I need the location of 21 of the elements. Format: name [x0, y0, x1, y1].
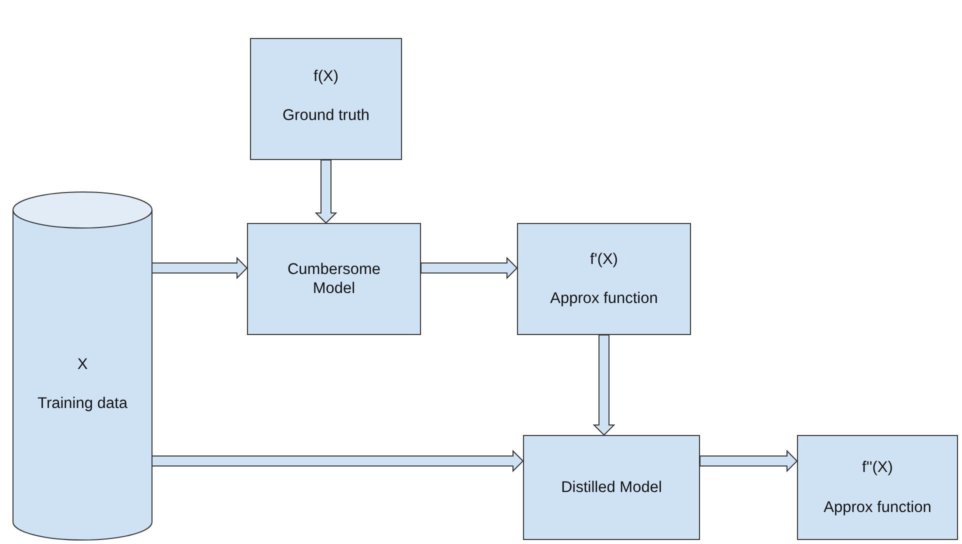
model-box — [247, 223, 421, 335]
function-box — [250, 38, 402, 160]
model-box — [523, 435, 700, 540]
box-label: Approx function — [824, 498, 932, 517]
function-box — [517, 223, 691, 335]
block-arrow — [700, 450, 798, 472]
formula-label: f'(X) — [590, 250, 618, 269]
block-arrow — [152, 450, 524, 472]
box-label: Approx function — [550, 289, 658, 308]
formula-label: f''(X) — [862, 458, 893, 478]
formula-label: f(X) — [314, 67, 338, 86]
formula-label: X — [77, 354, 88, 374]
box-label: Cumbersome Model — [286, 260, 382, 298]
box-label: Training data — [38, 394, 128, 414]
function-box — [797, 435, 958, 540]
block-arrow — [592, 334, 616, 436]
block-arrow — [314, 160, 338, 224]
box-label: Ground truth — [282, 106, 370, 126]
block-arrow — [152, 256, 248, 280]
block-arrow — [420, 256, 518, 280]
box-label: Distilled Model — [561, 478, 662, 498]
